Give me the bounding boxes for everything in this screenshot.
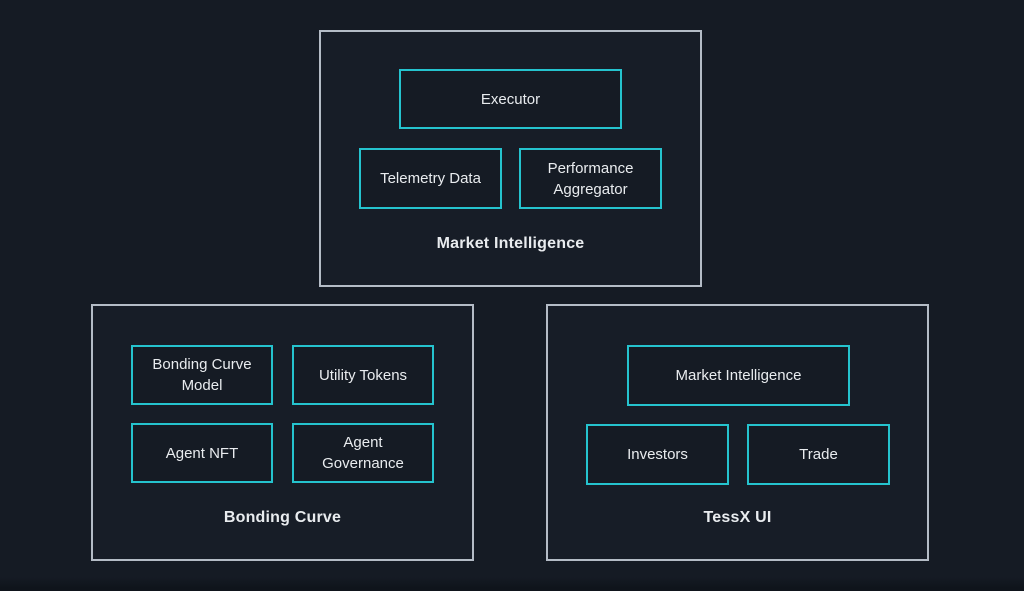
- node-investors: Investors: [586, 424, 729, 485]
- group-label-market-intelligence: Market Intelligence: [436, 235, 585, 252]
- node-label: Agent Governance: [322, 434, 404, 472]
- group-label-tessx-ui: TessX UI: [703, 509, 772, 526]
- node-label: Trade: [799, 446, 838, 463]
- node-label: Agent NFT: [165, 444, 239, 462]
- node-trade: Trade: [747, 424, 890, 485]
- node-agent-nft: Agent NFT: [131, 423, 273, 483]
- node-label: Performance Aggregator: [547, 159, 634, 198]
- group-label-bonding-curve: Bonding Curve: [223, 509, 342, 526]
- node-market-intelligence: Market Intelligence: [627, 345, 850, 406]
- node-label: Telemetry Data: [380, 170, 481, 187]
- node-performance-aggregator: Performance Aggregator: [519, 148, 662, 209]
- node-telemetry-data: Telemetry Data: [359, 148, 502, 209]
- node-label: Utility Tokens: [318, 366, 408, 384]
- node-label: Investors: [627, 446, 688, 463]
- node-bonding-curve-model: Bonding Curve Model: [131, 345, 273, 405]
- node-label: Market Intelligence: [675, 367, 802, 384]
- node-utility-tokens: Utility Tokens: [292, 345, 434, 405]
- node-label: Bonding Curve Model: [152, 356, 252, 394]
- group-market-intelligence: Executor Telemetry Data Performance Aggr…: [319, 30, 702, 287]
- node-executor: Executor: [399, 69, 622, 129]
- group-bonding-curve: Bonding Curve Model Utility Tokens Agent…: [91, 304, 474, 561]
- node-label: Executor: [480, 90, 541, 108]
- node-agent-governance: Agent Governance: [292, 423, 434, 483]
- group-tessx-ui: Market Intelligence Investors Trade Tess…: [546, 304, 929, 561]
